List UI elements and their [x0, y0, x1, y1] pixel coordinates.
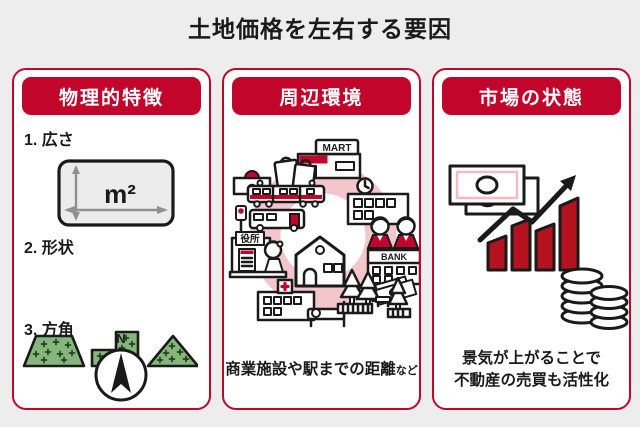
- house-icon: [294, 235, 346, 288]
- compass-needle: [111, 353, 131, 393]
- bus-icon: [248, 208, 306, 232]
- market-caption-line1: 景気が上がることで: [461, 350, 602, 367]
- triangle-land-icon: [146, 334, 198, 368]
- market-caption: 景気が上がることで 不動産の売買も活性化: [434, 348, 629, 392]
- city-office-icon: 役所: [228, 231, 288, 279]
- card-physical-features: 物理的特徴 1. 広さ m² 2. 形状: [12, 68, 211, 410]
- park-trees-icon: [336, 268, 412, 319]
- document-icon: [238, 248, 256, 272]
- area-m2-icon: m²: [57, 159, 175, 227]
- hospital-icon: [256, 278, 316, 322]
- card-environment: 周辺環境 MART: [222, 68, 421, 410]
- market-illustration: [448, 164, 629, 330]
- area-unit-label: m²: [104, 179, 136, 209]
- page-title: 土地価格を左右する要因: [188, 16, 452, 42]
- card-environment-header: 周辺環境: [232, 77, 411, 115]
- bank-icon: BANK: [366, 248, 419, 286]
- neighborhood-illustration: MART: [228, 138, 419, 328]
- fence-icon: [336, 302, 374, 315]
- trapezoid-land-icon: [22, 334, 86, 368]
- label-shape: 2. 形状: [24, 240, 74, 257]
- coin-stacks-icon: [560, 267, 629, 330]
- bank-sign-label: BANK: [381, 252, 407, 262]
- card-physical-header: 物理的特徴: [22, 77, 201, 115]
- mart-sign-label: MART: [323, 143, 352, 154]
- height-arrow-icon: [72, 165, 80, 221]
- office-sign-label: 役所: [239, 233, 260, 245]
- train-icon: [246, 179, 326, 208]
- label-size: 1. 広さ: [24, 132, 74, 149]
- compass-icon: N: [94, 331, 148, 402]
- market-caption-line2: 不動産の売買も活性化: [453, 372, 609, 389]
- card-market-header: 市場の状態: [442, 77, 621, 115]
- environment-caption: 商業施設や駅までの距離など: [224, 357, 419, 379]
- banknotes-icon: [448, 164, 540, 216]
- environment-caption-main: 商業施設や駅までの距離: [225, 361, 396, 378]
- traffic-light-icon: [235, 205, 247, 235]
- business-people-icon: [366, 216, 419, 249]
- label-direction: 3. 方角: [24, 322, 74, 339]
- environment-caption-suffix: など: [395, 365, 418, 377]
- cards-row: 物理的特徴 1. 広さ m² 2. 形状: [12, 68, 631, 410]
- growth-bars-icon: [486, 196, 580, 272]
- compass-north-label: N: [116, 331, 125, 346]
- card-market: 市場の状態: [432, 68, 631, 410]
- growth-arrow-icon: [477, 175, 576, 243]
- width-arrow-icon: [64, 206, 168, 214]
